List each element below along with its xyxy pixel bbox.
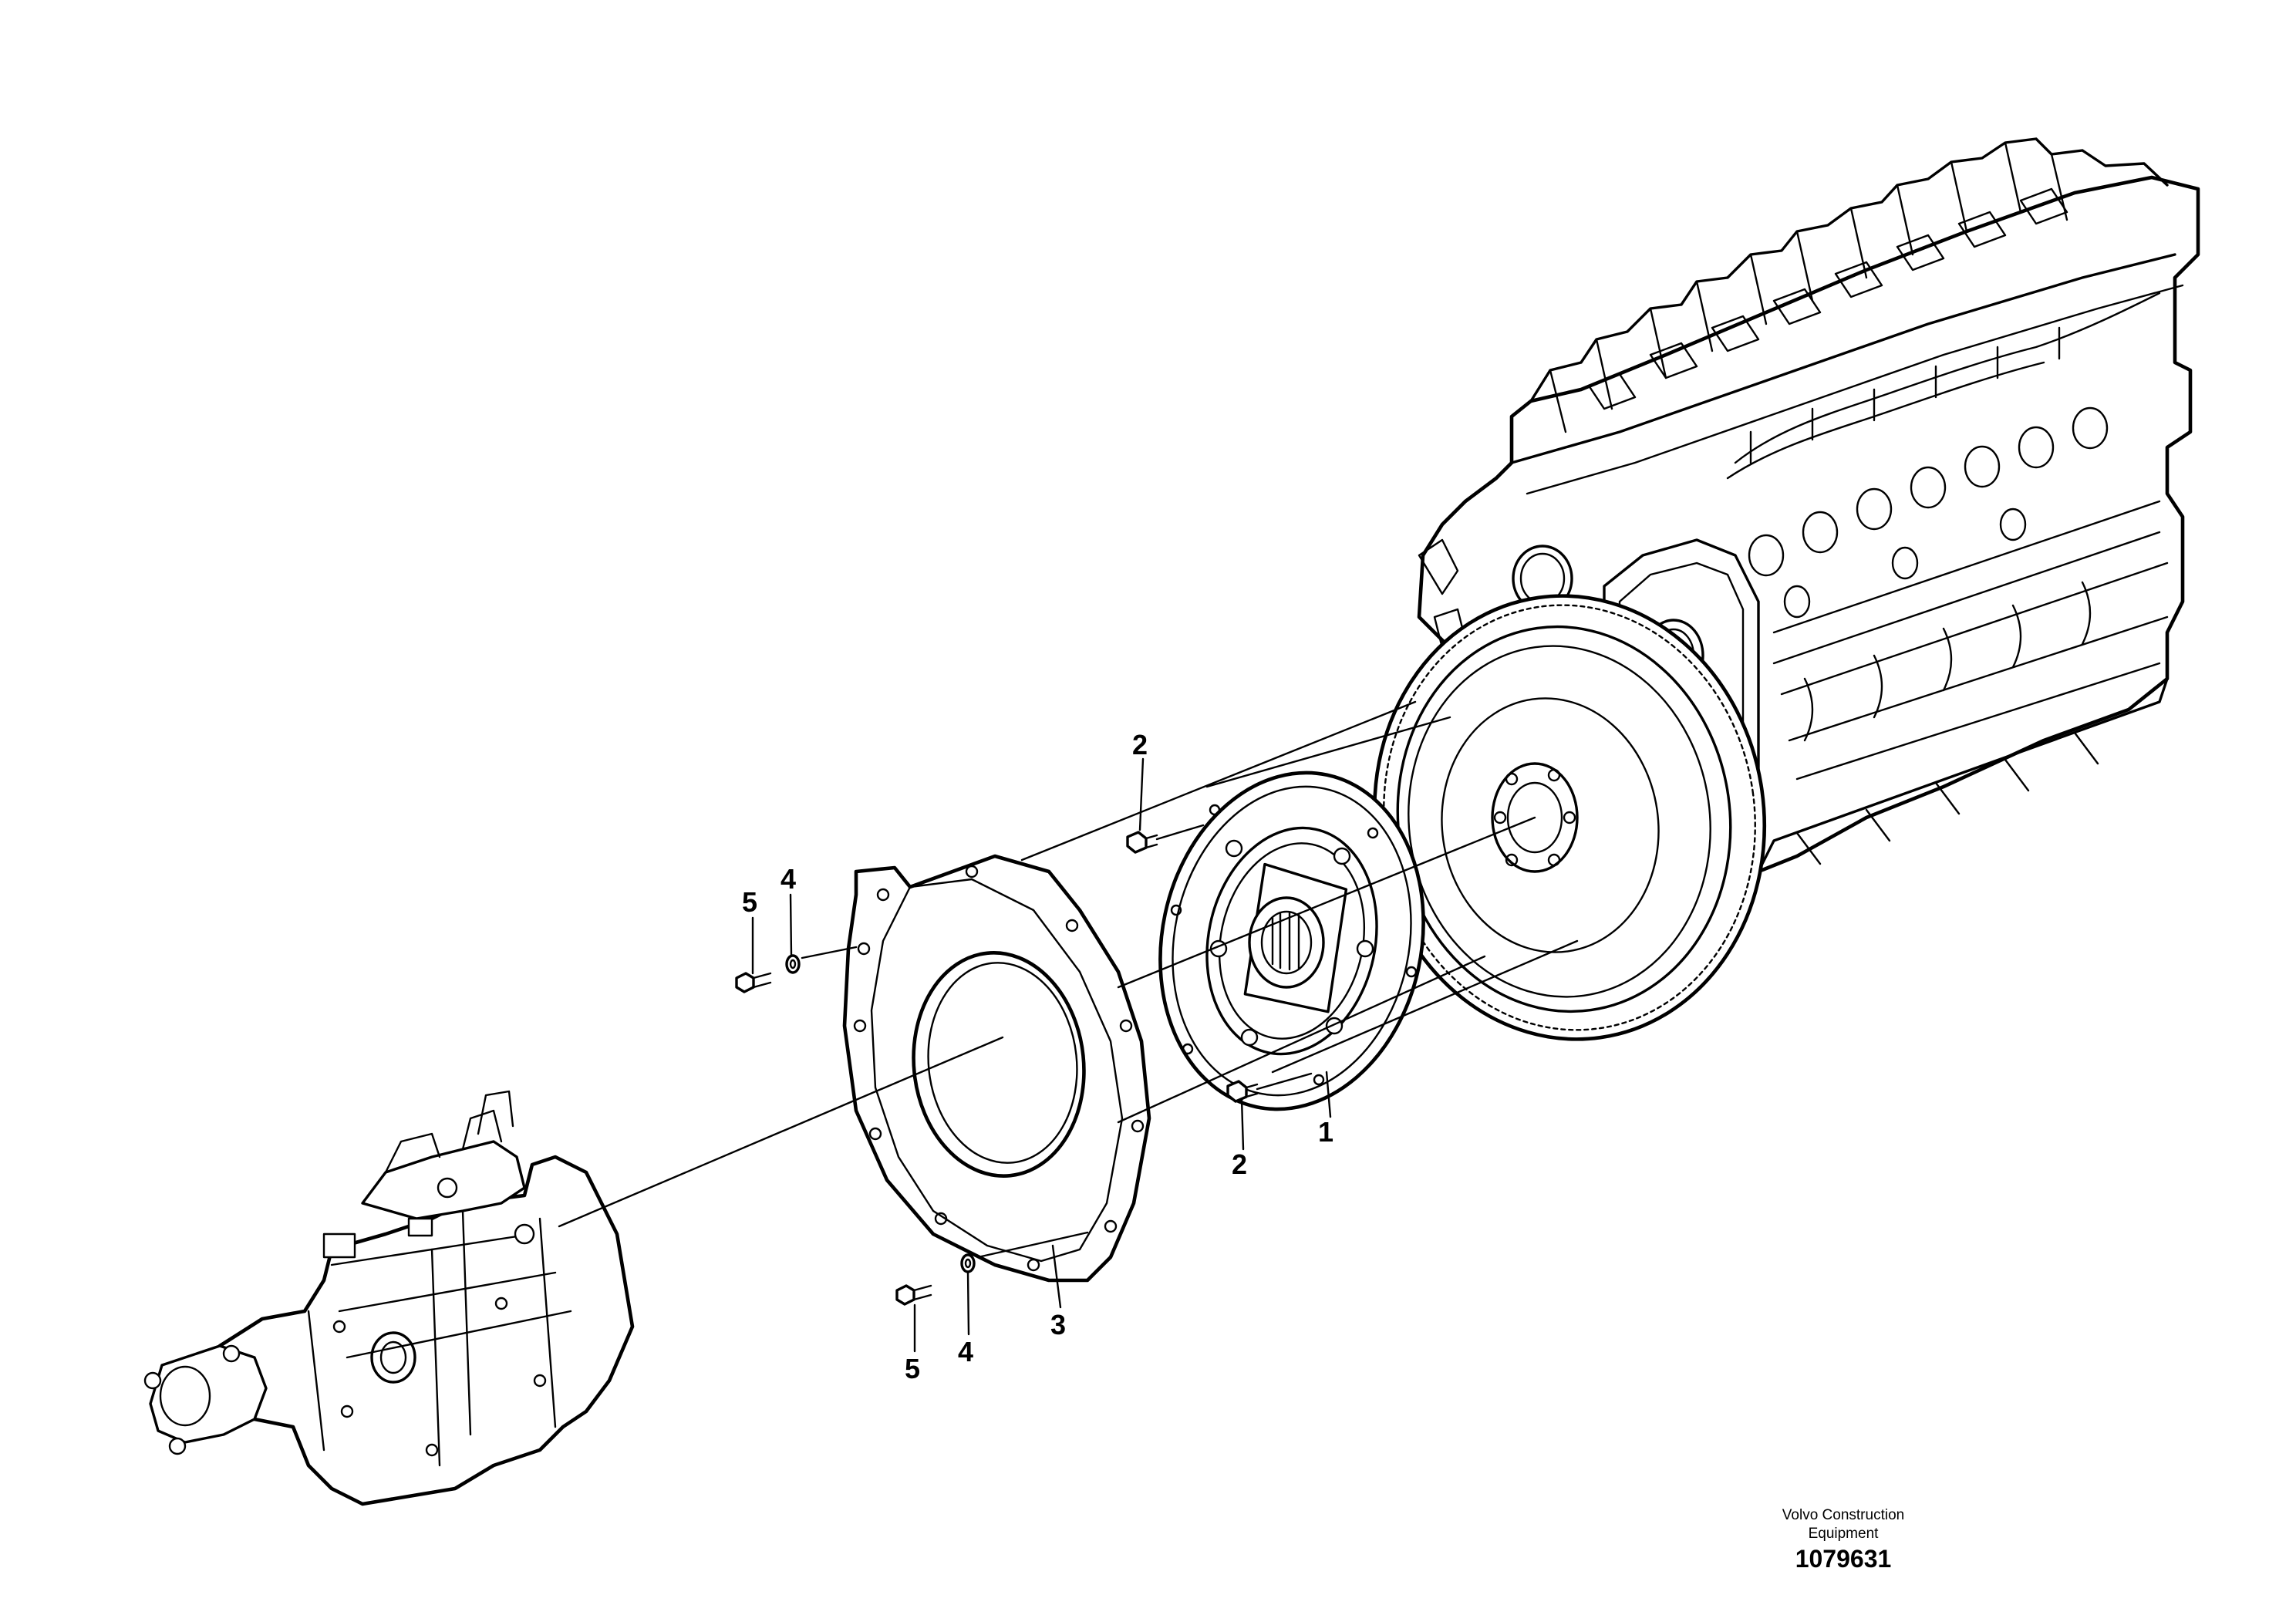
screw-5-lower [895, 1284, 932, 1306]
company-name-line2: Equipment [1808, 1526, 1879, 1542]
callout-2-upper: 2 [1132, 729, 1148, 760]
screw-2-lower [1226, 1080, 1259, 1103]
callout-2-lower: 2 [1232, 1148, 1247, 1180]
adapter-plate [842, 854, 1151, 1283]
callout-4-lower: 4 [958, 1336, 973, 1367]
callout-1: 1 [1318, 1116, 1333, 1148]
washer-4-upper [785, 954, 801, 974]
flexible-coupling [1158, 771, 1425, 1111]
assembly-lines [558, 700, 1579, 1259]
leader-lines [751, 757, 1332, 1353]
screw-2-upper [1126, 831, 1158, 854]
callout-4-upper: 4 [781, 863, 796, 895]
callout-3: 3 [1050, 1309, 1066, 1340]
callout-5-lower: 5 [905, 1353, 920, 1384]
screw-5-upper [735, 972, 772, 993]
hydraulic-pump [143, 1090, 635, 1506]
drawing-number: 1079631 [1795, 1545, 1892, 1573]
washer-4-lower [960, 1253, 976, 1273]
callout-5-upper: 5 [742, 886, 757, 918]
company-name-line1: Volvo Construction [1782, 1507, 1905, 1523]
